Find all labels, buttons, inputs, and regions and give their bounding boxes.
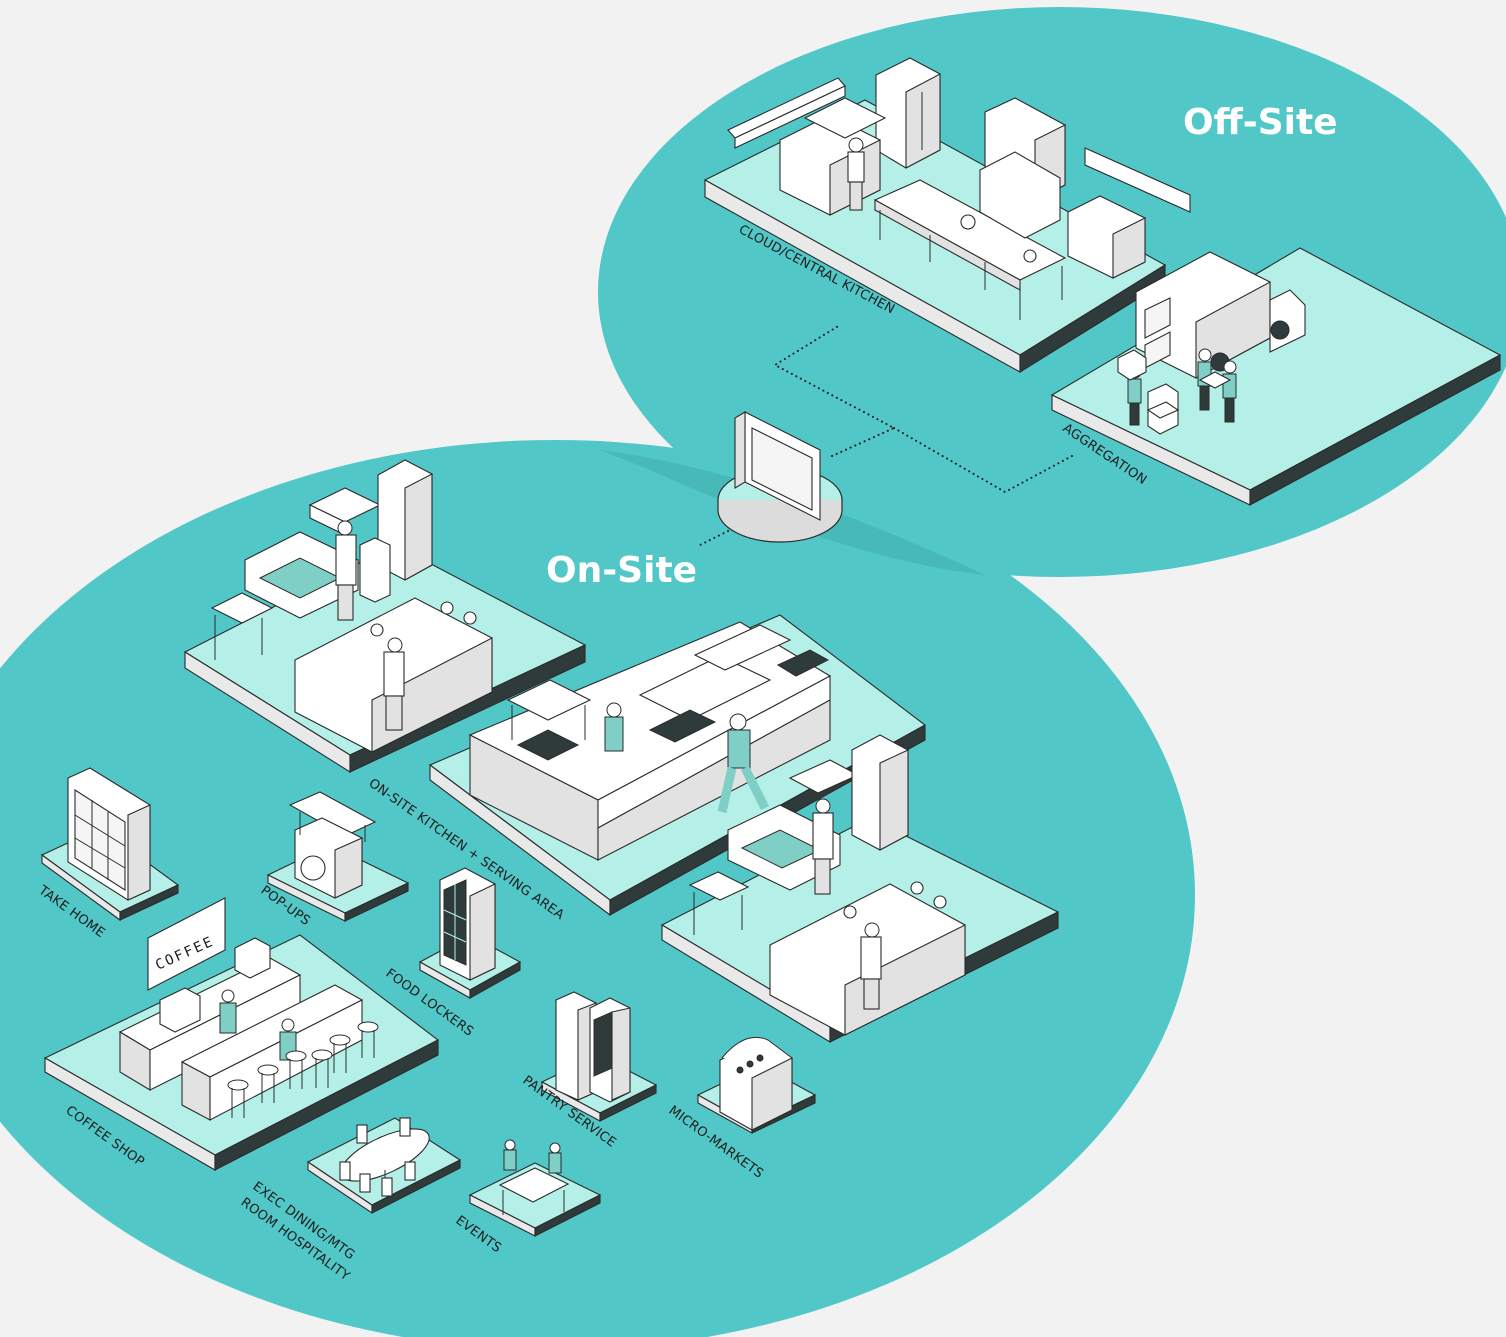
onsite-right-kitchen-scene	[660, 734, 1060, 1043]
onsite-back-kitchen-scene	[183, 459, 587, 773]
aggregation-scene	[1050, 247, 1502, 506]
cloud-kitchen-scene	[703, 57, 1191, 373]
micro-markets-scene	[696, 1036, 817, 1134]
offsite-zone-title: Off-Site	[1183, 102, 1338, 143]
stools	[227, 1021, 379, 1118]
take-home-scene	[40, 767, 180, 922]
connector-to-aggregation	[893, 427, 1073, 494]
coffee-shop-scene: COFFEE	[43, 897, 440, 1171]
delivery-truck-icon	[1135, 251, 1306, 379]
onsite-zone-title: On-Site	[546, 550, 697, 591]
tablet-hub-icon	[717, 411, 843, 543]
pantry-service-scene	[540, 991, 658, 1122]
events-scene	[468, 1139, 602, 1237]
pop-ups-scene	[266, 791, 410, 922]
food-lockers-scene	[418, 867, 522, 999]
exec-dining-scene	[306, 1117, 462, 1215]
